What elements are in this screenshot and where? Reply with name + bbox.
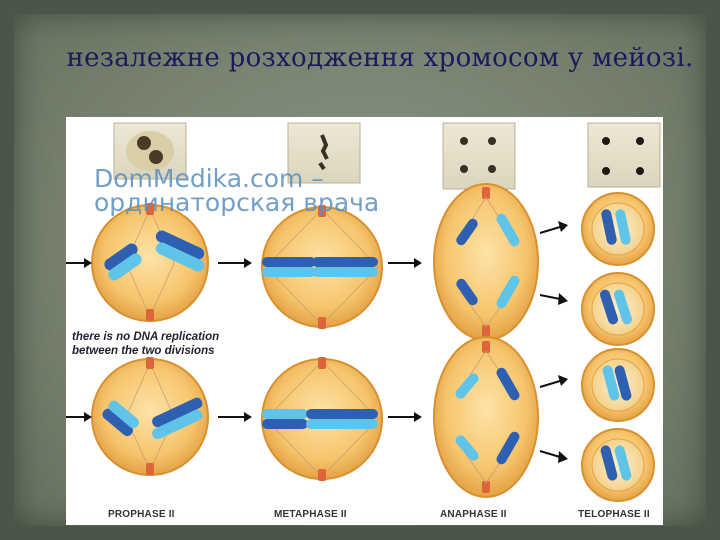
- telophase-cells-top: [581, 192, 655, 346]
- dna-replication-note: there is no DNA replication between the …: [72, 331, 220, 357]
- prophase-cell-top: [91, 203, 209, 322]
- stage-label-metaphase: METAPHASE II: [274, 509, 347, 520]
- micrograph-telophase: [587, 122, 661, 188]
- stage-arrows: [66, 221, 568, 463]
- slide-title: незалежне розходження хромосом у мейозі.: [66, 43, 694, 73]
- watermark-line-1: DomMedika.com –: [94, 164, 324, 193]
- stage-label-telophase: TELOPHASE II: [578, 509, 650, 520]
- stage-label-prophase: PROPHASE II: [108, 509, 175, 520]
- micrograph-anaphase: [442, 122, 516, 190]
- prophase-cell-bottom: [91, 357, 209, 476]
- metaphase-cell-top: [261, 205, 383, 329]
- micrograph-metaphase: [287, 122, 361, 184]
- anaphase-cell-bottom: [433, 336, 539, 498]
- stage-label-anaphase: ANAPHASE II: [440, 509, 507, 520]
- watermark-line-2: ординаторская врача: [94, 188, 380, 217]
- anaphase-cell-top: [433, 183, 539, 341]
- telophase-cells-bottom: [581, 348, 655, 502]
- watermark: DomMedika.com – ординаторская врача: [94, 164, 380, 217]
- meiosis-illustration: [66, 122, 661, 502]
- micrograph-prophase: [113, 122, 187, 180]
- metaphase-cell-bottom: [261, 357, 383, 481]
- meiosis-figure: DomMedika.com – ординаторская врача ther…: [66, 117, 663, 525]
